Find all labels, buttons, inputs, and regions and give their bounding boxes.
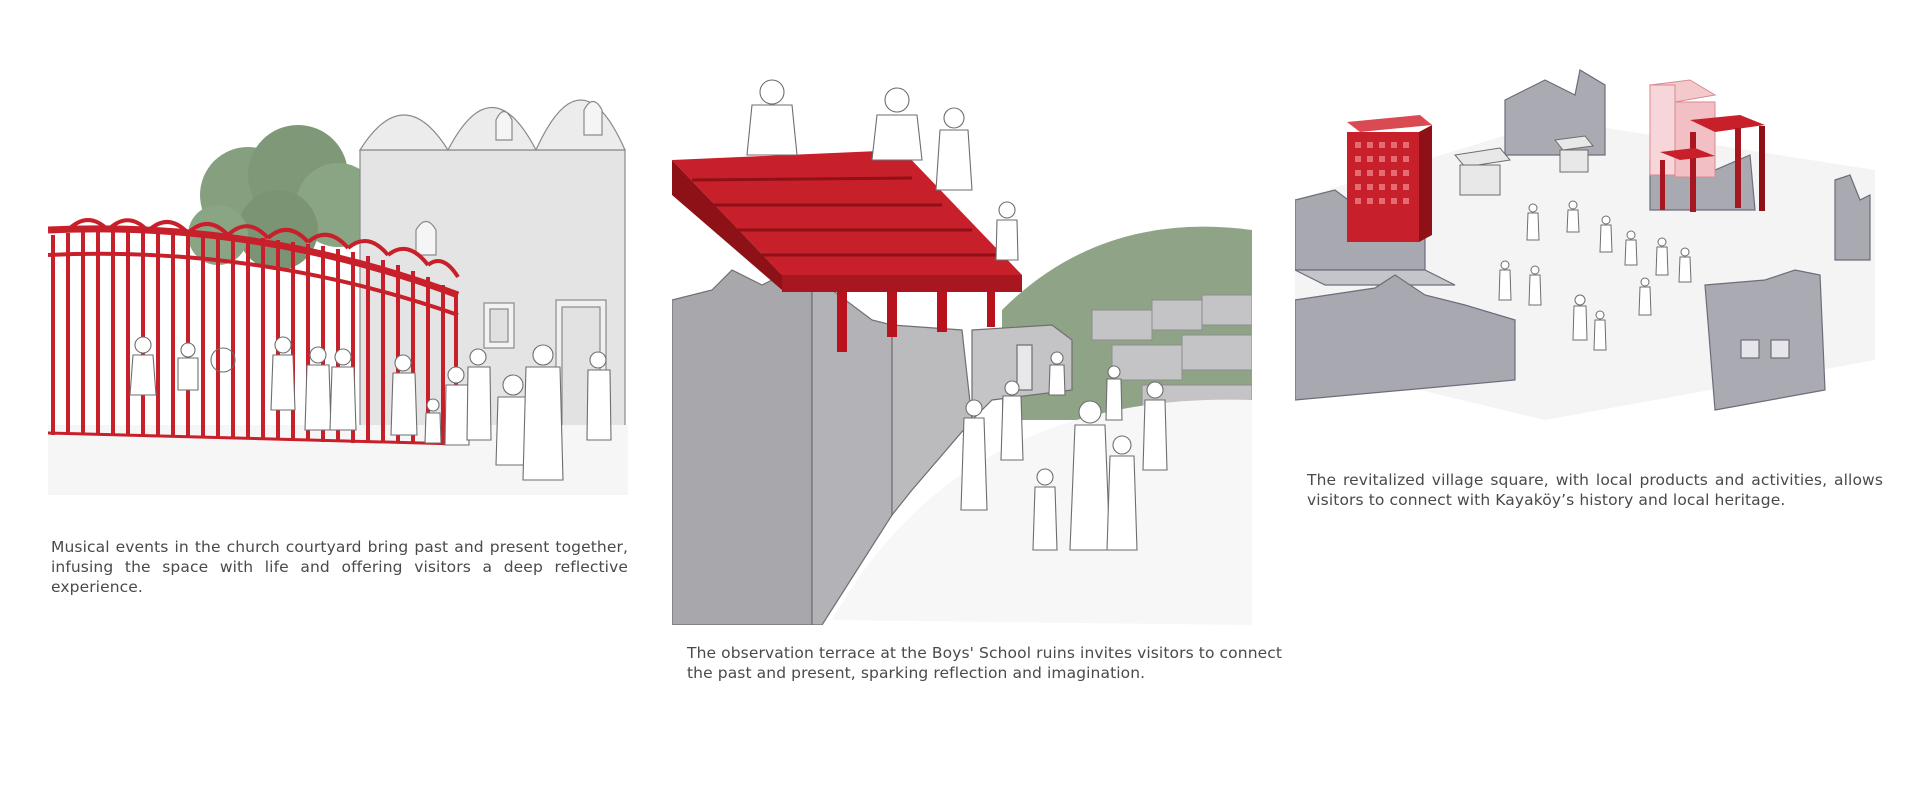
church-courtyard-illustration <box>48 99 628 495</box>
observation-terrace-illustration <box>672 79 1252 625</box>
observation-terrace-scene <box>672 60 1252 625</box>
ruined-stone-walls <box>672 264 1073 625</box>
observation-terrace-caption: The observation terrace at the Boys' Sch… <box>687 644 1283 682</box>
village-square-illustration <box>1295 69 1875 420</box>
glass-pavilion <box>1648 79 1717 178</box>
red-pergola <box>1660 115 1765 212</box>
red-perforated-cube <box>1347 115 1432 242</box>
village-square-caption: The revitalized village square, with loc… <box>1307 471 1883 509</box>
market-stalls <box>1454 135 1594 196</box>
church-courtyard-caption: Musical events in the church courtyard b… <box>51 538 628 596</box>
people-outlines <box>1498 200 1692 351</box>
people-outlines <box>129 336 612 481</box>
red-terrace-canopy <box>672 150 1022 352</box>
people-outlines <box>746 79 1168 551</box>
church-courtyard-scene <box>48 45 628 515</box>
village-square-scene <box>1295 60 1875 430</box>
